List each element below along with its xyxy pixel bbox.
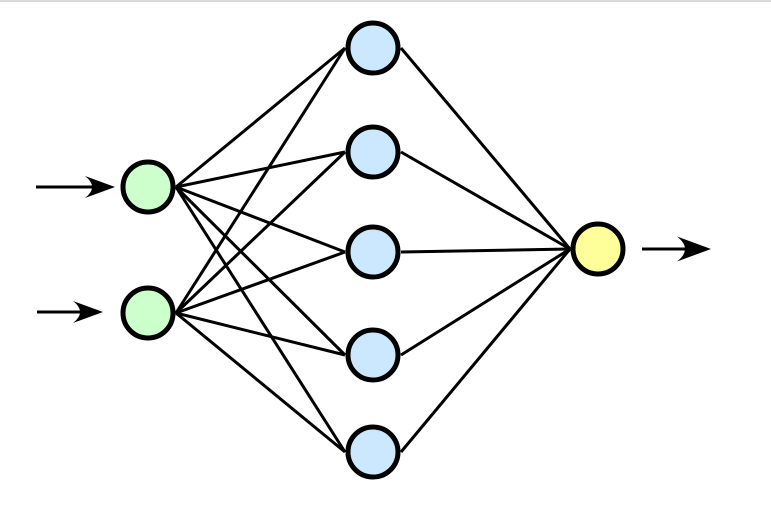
edge-i2-h3 — [175, 250, 346, 315]
output-node-o1 — [570, 221, 626, 277]
edge-i2-h2 — [174, 150, 347, 315]
input-node-i2 — [120, 285, 176, 341]
edge-h3-o1 — [400, 247, 571, 254]
window-top-border — [0, 0, 771, 2]
hidden-node-h5 — [345, 424, 401, 480]
edge-h5-o1 — [399, 248, 572, 453]
output-arrow-head — [677, 236, 711, 262]
edge-i2-h5 — [175, 311, 346, 454]
edge-i1-h4 — [174, 185, 347, 357]
hidden-node-h1 — [345, 20, 401, 76]
hidden-node-h2 — [345, 124, 401, 180]
edge-i1-h1 — [175, 46, 346, 189]
edge-i1-h3 — [175, 185, 346, 254]
edge-i2-h1 — [174, 47, 347, 314]
edge-i2-h4 — [175, 311, 346, 357]
input-node-i1 — [120, 159, 176, 215]
hidden-node-h3 — [345, 224, 401, 280]
input-arrow-2-head — [73, 301, 103, 323]
edge-h1-o1 — [399, 47, 572, 250]
edge-i1-h2 — [175, 150, 346, 189]
hidden-node-h4 — [345, 327, 401, 383]
edge-i1-h5 — [174, 186, 347, 453]
edge-h4-o1 — [400, 247, 571, 357]
edge-h2-o1 — [400, 150, 571, 251]
input-arrow-1-head — [85, 176, 115, 198]
